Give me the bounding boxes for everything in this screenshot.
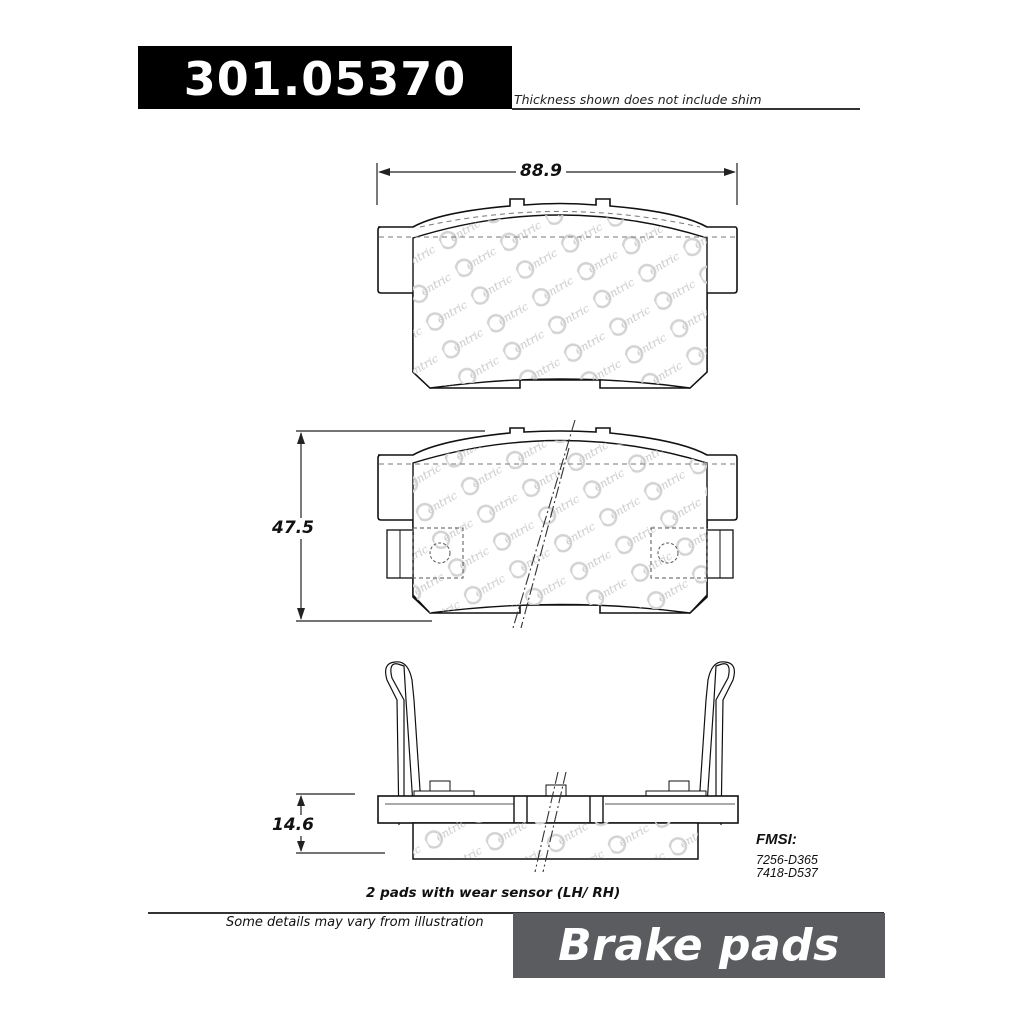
fmsi-title: FMSI: <box>756 831 797 848</box>
pad-side-view <box>377 661 739 873</box>
pad-back-view <box>377 419 738 629</box>
category-banner: Brake pads <box>513 913 885 978</box>
height-dimension <box>296 430 485 622</box>
illustration-disclaimer: Some details may vary from illustration <box>226 915 484 930</box>
part-number-banner: 301.05370 <box>138 46 512 109</box>
width-dimension-label: 88.9 <box>516 163 566 180</box>
fmsi-block: FMSI: 7256-D365 7418-D537 <box>756 832 818 880</box>
fmsi-code: 7256-D365 <box>756 852 818 867</box>
part-number: 301.05370 <box>183 51 467 106</box>
diagram-caption: 2 pads with wear sensor (LH/ RH) <box>366 885 621 901</box>
pad-front-view <box>377 198 738 389</box>
height-dimension-label: 47.5 <box>272 518 314 539</box>
thickness-note: Thickness shown does not include shim <box>514 92 762 107</box>
fmsi-code: 7418-D537 <box>756 865 818 880</box>
category-label: Brake pads <box>558 919 840 971</box>
bottom-divider <box>148 912 884 914</box>
top-divider <box>512 108 860 110</box>
thickness-dimension-label: 14.6 <box>272 815 314 836</box>
